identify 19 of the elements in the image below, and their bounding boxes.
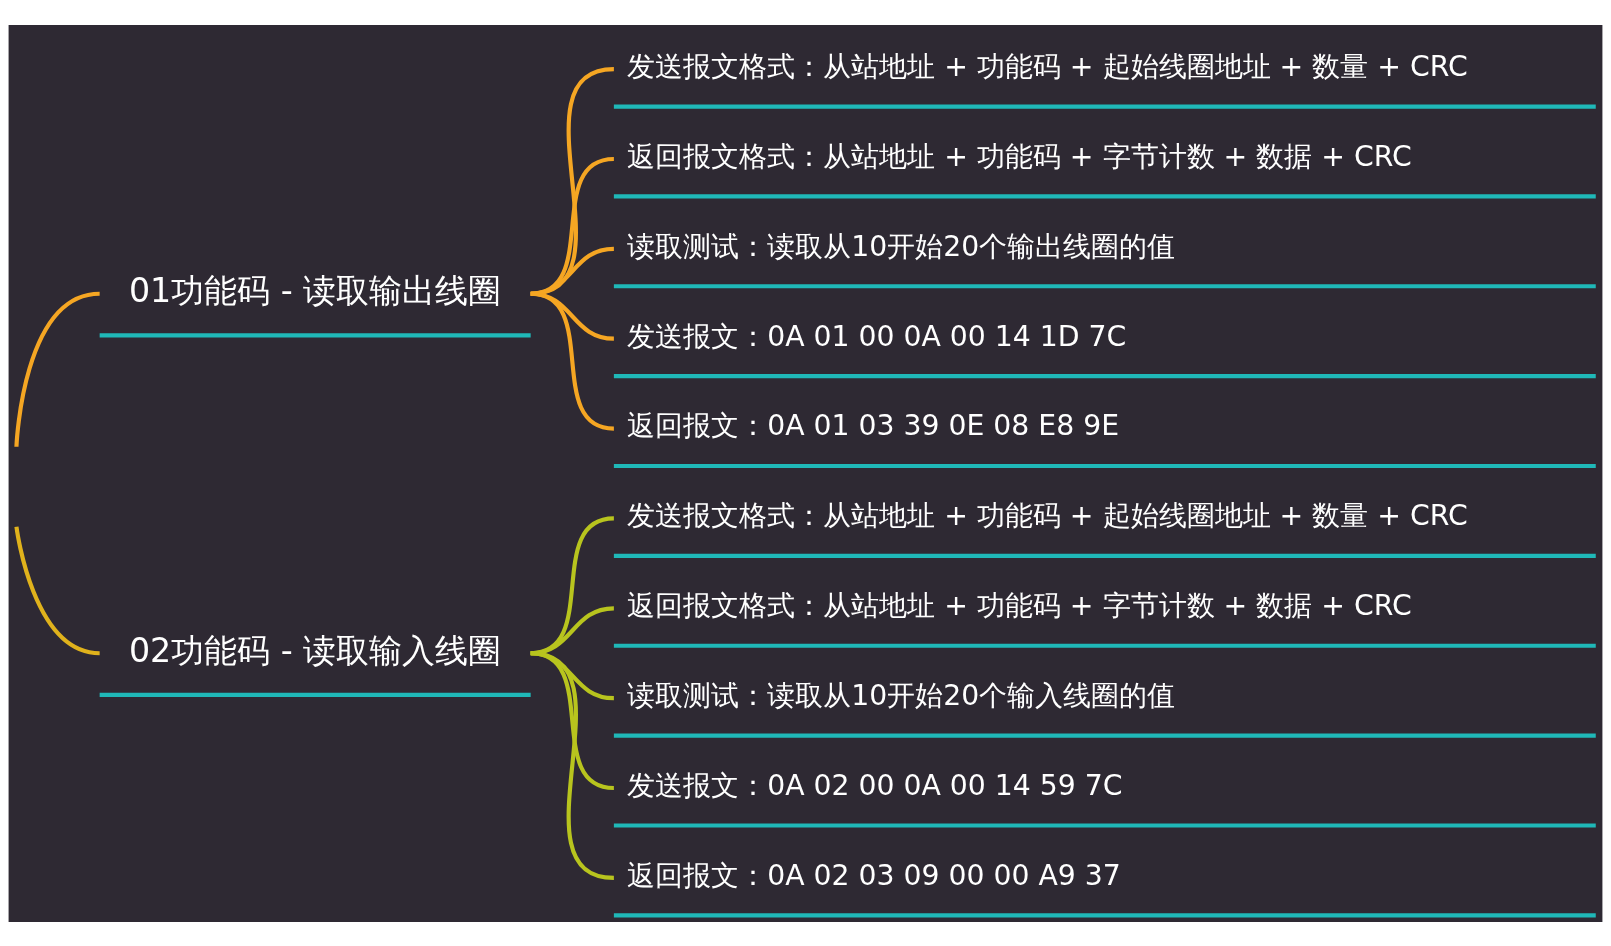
node-text: 返回报文：0A 02 03 09 00 00 A9 37 bbox=[627, 858, 1121, 892]
node-text: 读取测试：读取从10开始20个输入线圈的值 bbox=[627, 678, 1176, 712]
connector bbox=[530, 291, 615, 431]
node-text: 02功能码 - 读取输入线圈 bbox=[128, 630, 502, 670]
node-text: 返回报文格式：从站地址 + 功能码 + 字节计数 + 数据 + CRC bbox=[627, 588, 1412, 622]
connector bbox=[530, 650, 615, 880]
connector bbox=[530, 66, 615, 296]
node-text: 返回报文：0A 01 03 39 0E 08 E8 9E bbox=[627, 408, 1120, 442]
node-text: 返回报文格式：从站地址 + 功能码 + 字节计数 + 数据 + CRC bbox=[627, 139, 1412, 173]
node-text: 读取测试：读取从10开始20个输出线圈的值 bbox=[627, 229, 1176, 263]
connector bbox=[14, 526, 100, 655]
node-text: 发送报文：0A 02 00 0A 00 14 59 7C bbox=[627, 768, 1123, 802]
node-text: 发送报文格式：从站地址 + 功能码 + 起始线圈地址 + 数量 + CRC bbox=[627, 49, 1468, 83]
node-text: 发送报文：0A 01 00 0A 00 14 1D 7C bbox=[627, 319, 1127, 353]
node-text: 01功能码 - 读取输出线圈 bbox=[128, 270, 502, 310]
connector bbox=[530, 156, 615, 296]
node-text: 发送报文格式：从站地址 + 功能码 + 起始线圈地址 + 数量 + CRC bbox=[627, 498, 1468, 532]
connector bbox=[530, 246, 615, 296]
connector bbox=[14, 291, 100, 447]
